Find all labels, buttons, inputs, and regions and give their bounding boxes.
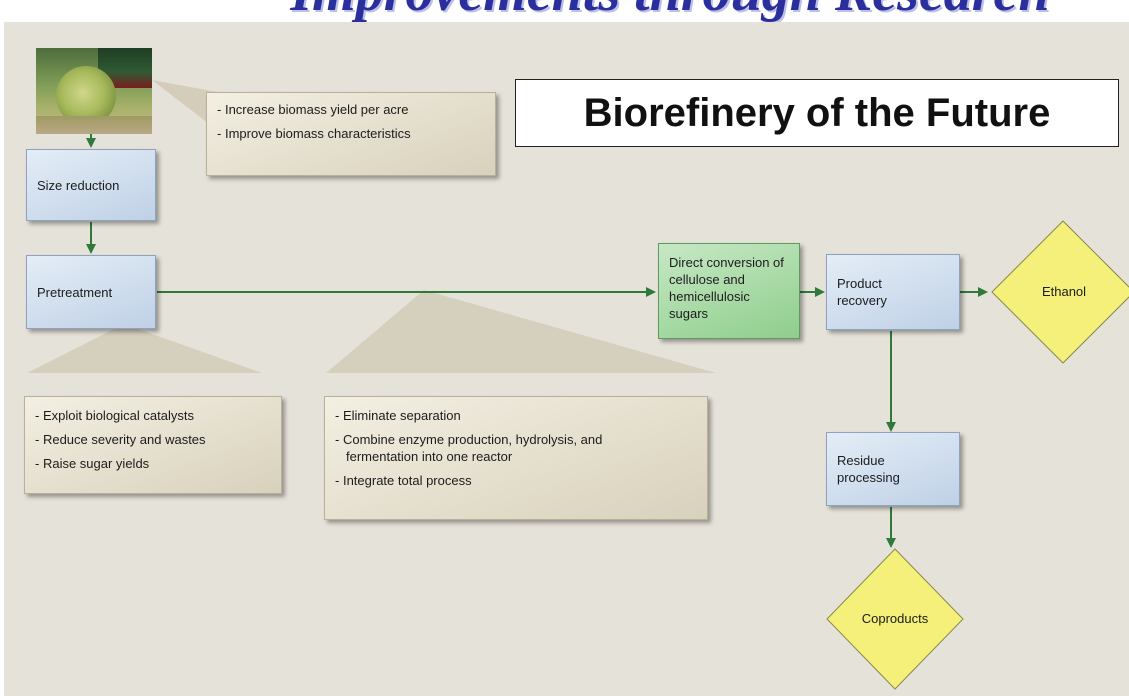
product-recovery-label: Product recovery [837, 276, 887, 308]
note-pretreatment-item: Reduce severity and wastes [35, 431, 271, 448]
callout-wedge-biomass [152, 80, 217, 130]
product-recovery-box: Product recovery [826, 254, 960, 330]
coproducts-label: Coproducts [861, 611, 929, 626]
direct-conversion-label: Direct conversion of cellulose and hemic… [669, 255, 784, 321]
note-pretreatment: Exploit biological catalysts Reduce seve… [24, 396, 282, 494]
callout-wedge-conversion [326, 290, 716, 373]
pretreatment-box: Pretreatment [26, 255, 156, 329]
coproducts-diamond [826, 548, 964, 690]
connectors-layer [27, 80, 1129, 690]
pretreatment-label: Pretreatment [37, 284, 113, 300]
diagram-canvas: Increase biomass yield per acre Improve … [4, 22, 1129, 696]
note-biomass: Increase biomass yield per acre Improve … [206, 92, 496, 176]
size-reduction-box: Size reduction [26, 149, 156, 221]
note-conversion-item: Integrate total process [335, 472, 697, 489]
direct-conversion-box: Direct conversion of cellulose and hemic… [658, 243, 800, 339]
hay-bale-photo [36, 48, 152, 134]
biorefinery-headline: Biorefinery of the Future [515, 79, 1119, 147]
page-title: Improvements through Research [240, 0, 1100, 24]
note-conversion-item: Eliminate separation [335, 407, 697, 424]
note-pretreatment-item: Raise sugar yields [35, 455, 271, 472]
size-reduction-label: Size reduction [37, 177, 120, 193]
residue-processing-label: Residue processing [837, 453, 900, 485]
note-conversion-item: Combine enzyme production, hydrolysis, a… [335, 431, 666, 465]
note-conversion: Eliminate separation Combine enzyme prod… [324, 396, 708, 520]
ground-shape [36, 116, 152, 134]
note-biomass-item: Improve biomass characteristics [217, 125, 485, 142]
callout-wedge-pretreatment [27, 324, 262, 373]
ethanol-label: Ethanol [1041, 284, 1087, 299]
residue-processing-box: Residue processing [826, 432, 960, 506]
note-biomass-item: Increase biomass yield per acre [217, 101, 485, 118]
ethanol-diamond [991, 220, 1129, 364]
note-pretreatment-item: Exploit biological catalysts [35, 407, 271, 424]
